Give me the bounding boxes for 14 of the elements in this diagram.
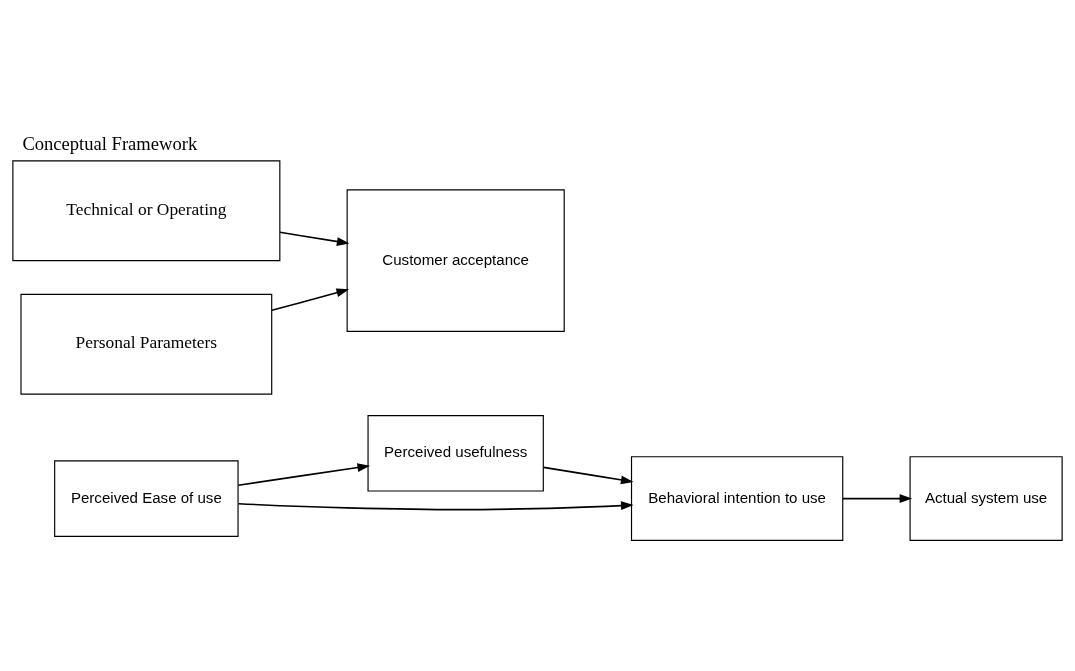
arrow: [842, 494, 913, 503]
node-box: Personal Parameters: [20, 293, 273, 395]
node-box: Behavioral intention to use: [630, 456, 844, 541]
diagram-title: Conceptual Framework: [22, 133, 198, 155]
arrow: [271, 288, 350, 312]
arrow: [237, 463, 370, 486]
node-box: Perceived Ease of use: [54, 460, 239, 537]
arrow: [279, 231, 350, 246]
node-box: Technical or Operating: [12, 160, 281, 262]
node-box: Customer acceptance: [346, 189, 565, 332]
arrow: [542, 466, 634, 485]
node-box: Actual system use: [909, 456, 1063, 541]
arrow: [237, 501, 634, 511]
node-box: Perceived usefulness: [367, 415, 544, 492]
